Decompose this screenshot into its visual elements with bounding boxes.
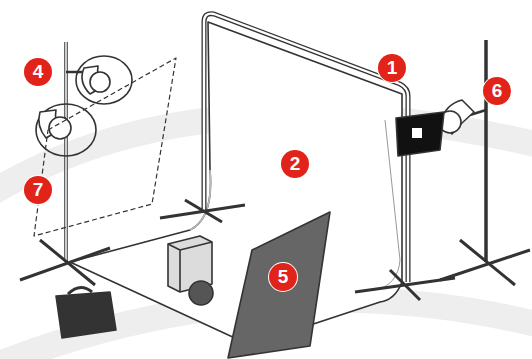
callout-number: 4 xyxy=(24,58,52,86)
callout-number: 2 xyxy=(281,150,309,178)
callout-number: 6 xyxy=(483,77,511,105)
callout-number: 1 xyxy=(378,54,406,82)
callout-number: 7 xyxy=(24,176,52,204)
callout-number: 5 xyxy=(269,263,297,291)
